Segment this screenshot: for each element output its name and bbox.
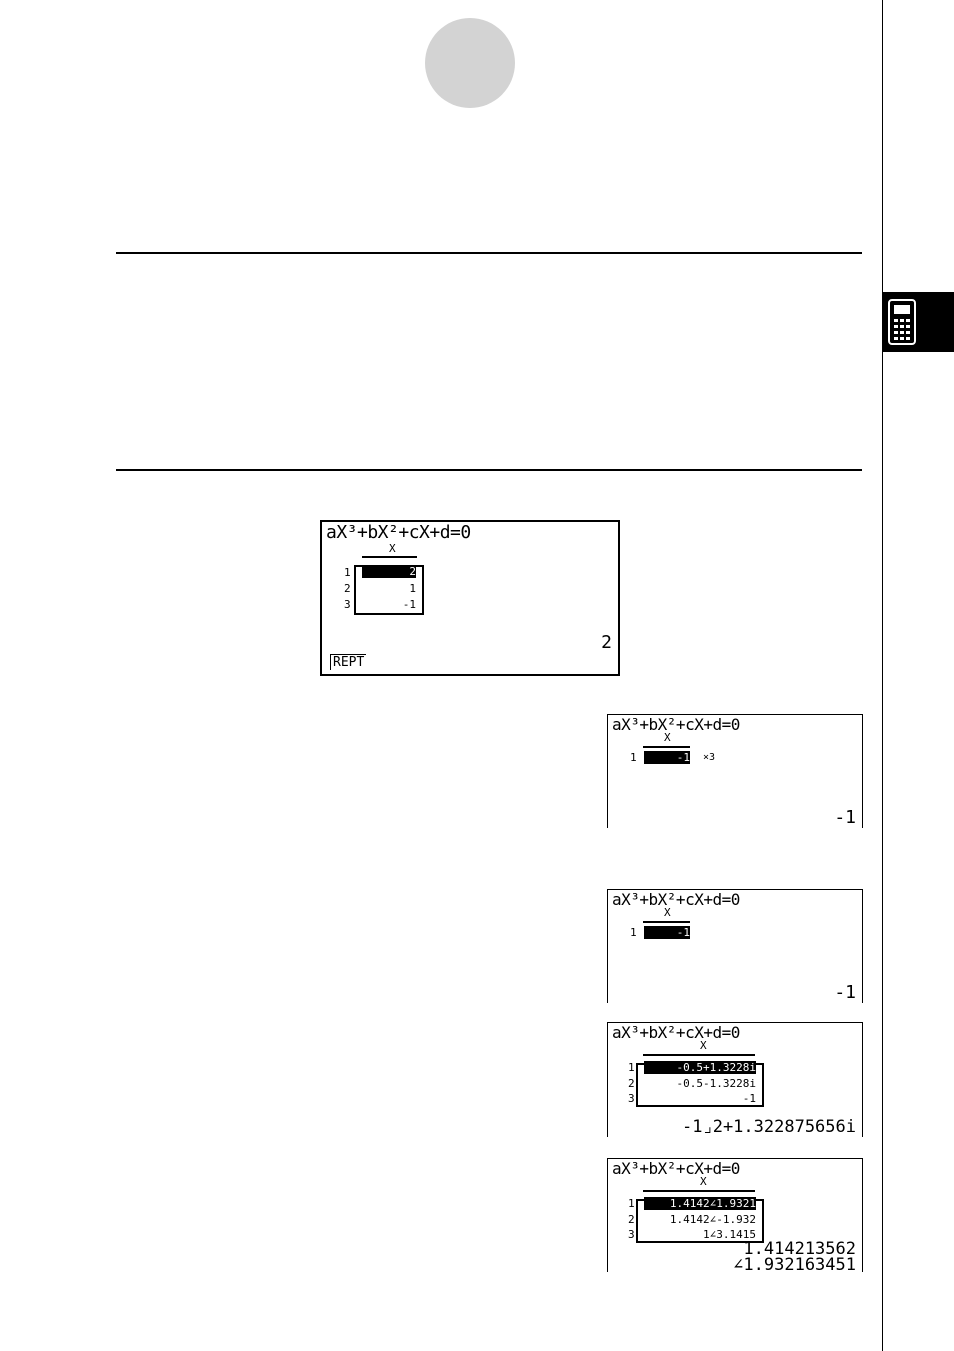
solution-cell-selected[interactable]: -1 [644,926,690,939]
row-index: 2 [344,582,351,595]
row-index: 3 [628,1228,635,1241]
row-index: 1 [628,1197,635,1210]
solution-cell[interactable]: -1 [402,598,416,611]
calculator-screen: aX³+bX²+cX+d=0 X 1 2 3 -0.5+1.3228i -0.5… [607,1022,863,1137]
rept-function-key[interactable]: REPT [330,654,367,670]
calculator-screen: aX³+bX²+cX+d=0 X 1 2 3 1.4142∠1.9321 1.4… [607,1158,863,1275]
row-index: 1 [630,926,637,939]
solution-cell-selected[interactable]: 2 [362,565,416,578]
solution-cell[interactable]: 1∠3.1415 [703,1228,756,1241]
calculator-screen: aX³+bX²+cX+d=0 X 1 -1 ×3 -1 [607,714,863,828]
solution-cell[interactable]: 1.4142∠-1.932 [669,1213,756,1226]
result-value: -1 [834,982,856,1003]
multiplicity: ×3 [703,752,716,763]
equation: aX³+bX²+cX+d=0 [612,715,740,734]
calculator-screen: aX³+bX²+cX+d=0 X 1 -1 -1 [607,889,863,1003]
row-index: 1 [628,1061,635,1074]
divider [116,252,862,254]
column-header: X [389,542,396,555]
page-marker-circle [425,18,515,108]
calculator-icon [888,299,916,345]
column-header: X [664,731,671,744]
row-index: 1 [630,751,637,764]
row-index: 2 [628,1077,635,1090]
solution-cell-selected[interactable]: -0.5+1.3228i [644,1061,756,1074]
result-value: -1 [834,807,856,828]
result-value: 2 [601,632,612,653]
solution-cell-selected[interactable]: -1 [644,751,690,764]
equation: aX³+bX²+cX+d=0 [612,1023,740,1042]
divider [116,469,862,471]
equation: aX³+bX²+cX+d=0 [612,890,740,909]
margin-line [882,0,883,1351]
row-index: 3 [344,598,351,611]
solution-cell[interactable]: 1 [409,582,416,595]
chapter-tab[interactable] [883,292,954,352]
column-header: X [664,906,671,919]
result-value: 1.414213562 [743,1239,856,1259]
result-angle: ∠1.932163451 [733,1255,856,1275]
row-index: 3 [628,1092,635,1105]
solution-cell-selected[interactable]: 1.4142∠1.9321 [644,1197,756,1210]
equation: aX³+bX²+cX+d=0 [612,1159,740,1178]
solution-cell[interactable]: -1 [742,1092,756,1105]
column-header: X [700,1175,707,1188]
row-index: 1 [344,566,351,579]
column-header: X [700,1039,707,1052]
calculator-screen: aX³+bX²+cX+d=0 X 1 2 3 2 1 -1 2 REPT [320,520,620,676]
row-index: 2 [628,1213,635,1226]
solution-cell[interactable]: -0.5-1.3228i [676,1077,756,1090]
result-value: -1⌟2+1.322875656i [682,1117,856,1137]
equation: aX³+bX²+cX+d=0 [326,522,471,543]
